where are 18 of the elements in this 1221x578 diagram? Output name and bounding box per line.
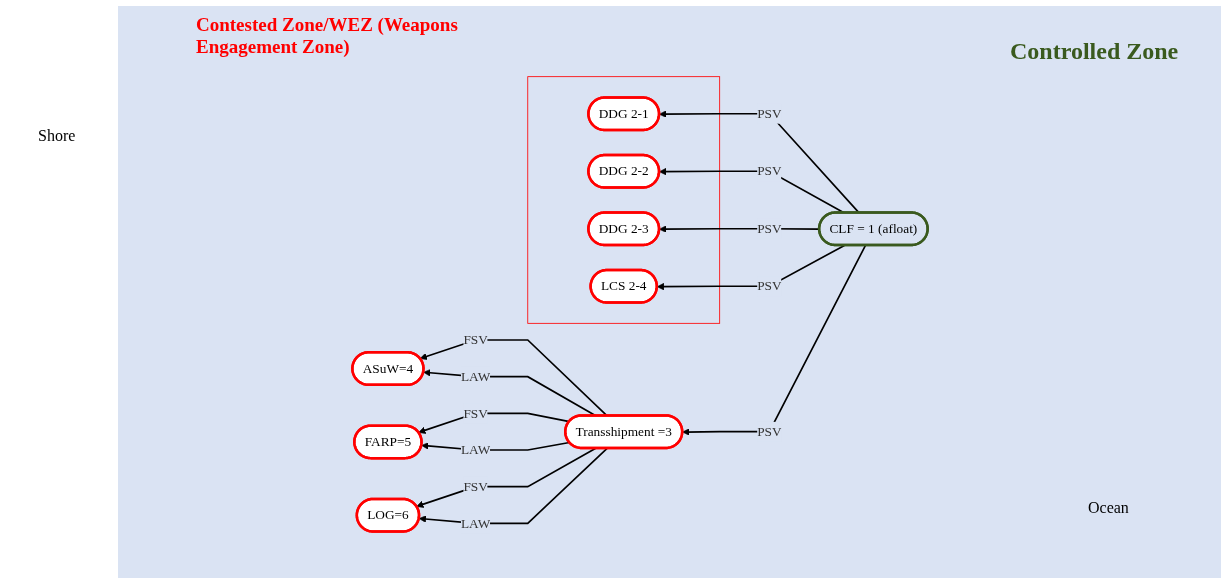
edge-label: PSV [757,424,782,439]
edge-label: FSV [463,405,488,420]
arrow [416,447,597,508]
edge-label: PSV [757,163,782,178]
arrow [418,447,608,525]
area-label: Shore [38,127,76,145]
edge-label: PSV [757,106,782,121]
zone-title: Controlled Zone [1010,38,1179,65]
area-label: Ocean [1088,499,1129,517]
cluster [527,76,721,324]
edge-label: PSV [757,278,782,293]
edge-label: FSV [463,332,488,347]
edge-label: FSV [463,479,488,494]
edge-label: LAW [460,442,491,457]
zone-title: Contested Zone/WEZ (Weapons Engagement Zone) [196,14,459,58]
edge-label: LAW [460,369,491,384]
edge-label: PSV [757,221,782,236]
edge-label: LAW [460,515,491,530]
